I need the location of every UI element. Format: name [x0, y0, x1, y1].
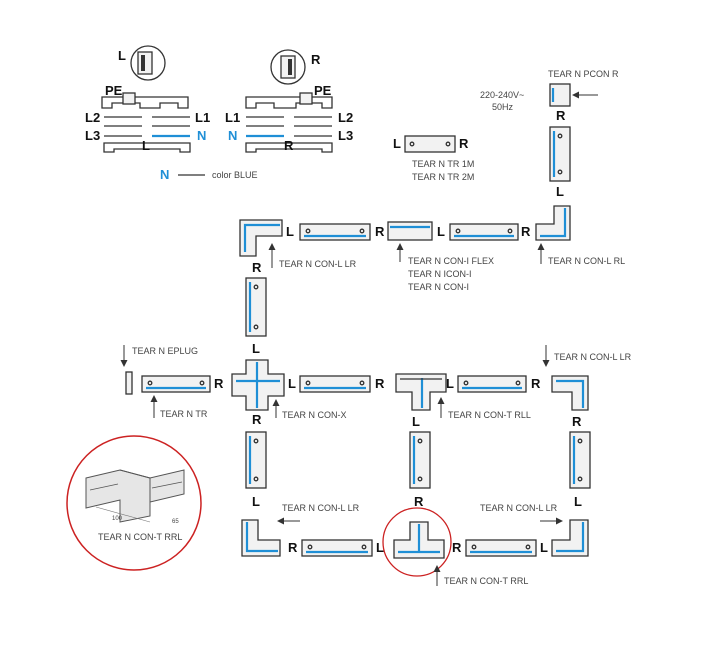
wiring-left-bottom-label: L: [142, 138, 150, 153]
con-i-label: TEAR N CON-I: [408, 282, 469, 292]
label-r-mid1: R: [375, 376, 385, 391]
label-r-cross: R: [252, 412, 262, 427]
corner-middle-right: [551, 375, 589, 411]
legend-text: color BLUE: [212, 170, 258, 180]
tr-2m-label: TEAR N TR 2M: [412, 172, 474, 182]
wiring-l1-label-left: L1: [195, 110, 210, 125]
track-bottom-2: [465, 539, 537, 557]
wiring-right-top-label: R: [311, 52, 321, 67]
supply-frequency: 50Hz: [492, 102, 514, 112]
wiring-l3-label-left: L3: [85, 128, 100, 143]
label-r-bl: R: [288, 540, 298, 555]
wiring-n-label-left: N: [197, 128, 206, 143]
inset-dim-a: 100: [112, 516, 123, 522]
corner-top-right: [535, 205, 571, 241]
end-plug: [125, 371, 133, 395]
pcon-connector: [549, 83, 571, 107]
track-top-1: [299, 223, 371, 241]
label-l-b1: L: [376, 540, 384, 555]
con-t-rrl-label: TEAR N CON-T RRL: [444, 576, 528, 586]
track-bottom-1: [301, 539, 373, 557]
pcon-label: TEAR N PCON R: [548, 69, 619, 79]
con-i-flex: [387, 221, 433, 241]
corner-bottom-left: [241, 519, 281, 557]
label-r-top1: R: [375, 224, 385, 239]
wiring-schematic-left: L PE L2 L1 L3 N L: [85, 45, 210, 153]
wiring-l1-label-right: L1: [225, 110, 240, 125]
label-l-vr: L: [574, 494, 582, 509]
tr-label: TEAR N TR: [160, 409, 208, 419]
con-i-flex-label: TEAR N CON-I FLEX: [408, 256, 494, 266]
inset-label: TEAR N CON-T RRL: [98, 532, 182, 542]
con-l-rl-label: TEAR N CON-L RL: [548, 256, 625, 266]
label-r-mid2: R: [531, 376, 541, 391]
legend-n-label: N: [160, 167, 169, 182]
highlight-circle-t-rrl: [382, 507, 452, 577]
con-l-lr-top-label: TEAR N CON-L LR: [279, 259, 357, 269]
label-l-pcon: L: [556, 184, 564, 199]
eplug-label: TEAR N EPLUG: [132, 346, 198, 356]
label-r-b2: R: [452, 540, 462, 555]
tr-1m-label: TEAR N TR 1M: [412, 159, 474, 169]
wiring-right-bottom-label: R: [284, 138, 294, 153]
plug-icon-right: [270, 49, 306, 85]
wiring-l3-label-right: L3: [338, 128, 353, 143]
wiring-l2-label-left: L2: [85, 110, 100, 125]
label-l-vlb: L: [252, 494, 260, 509]
wiring-schematic-right: R PE L1 L2 N L3 R: [225, 49, 353, 153]
wiring-pe-label-left: PE: [105, 83, 123, 98]
label-r-top2: R: [521, 224, 531, 239]
label-r-tl: R: [252, 260, 262, 275]
con-l-lr-bottom-left-label: TEAR N CON-L LR: [282, 503, 360, 513]
label-l-vlt: L: [252, 341, 260, 356]
label-l-t-rll: L: [412, 414, 420, 429]
label-r-tr: R: [214, 376, 224, 391]
label-r-pcon: R: [556, 108, 566, 123]
label-l-b2: L: [540, 540, 548, 555]
corner-bottom-right: [551, 519, 589, 557]
label-l-tl: L: [286, 224, 294, 239]
label-l-mid2: L: [446, 376, 454, 391]
icon-i-label: TEAR N ICON-I: [408, 269, 472, 279]
supply-voltage: 220-240V~: [480, 90, 524, 100]
con-t-rll-label: TEAR N CON-T RLL: [448, 410, 531, 420]
inset-detail: 100 65 TEAR N CON-T RRL: [66, 435, 202, 571]
label-l-tr1m: L: [393, 136, 401, 151]
con-l-lr-bottom-right-label: TEAR N CON-L LR: [480, 503, 558, 513]
label-l-top2: L: [437, 224, 445, 239]
corner-top-left: [239, 219, 283, 257]
label-r-vc: R: [414, 494, 424, 509]
label-r-mr: R: [572, 414, 582, 429]
track-tr-sample: [404, 135, 456, 153]
con-l-lr-right-label: TEAR N CON-L LR: [554, 352, 632, 362]
label-r-tr1m: R: [459, 136, 469, 151]
legend: N color BLUE: [160, 167, 258, 182]
wiring-n-label-right: N: [228, 128, 237, 143]
inset-dim-b: 65: [172, 519, 179, 525]
wiring-l2-label-right: L2: [338, 110, 353, 125]
track-middle-1: [299, 375, 371, 393]
label-l-cross: L: [288, 376, 296, 391]
wiring-left-top-label: L: [118, 48, 126, 63]
wiring-pe-label-right: PE: [314, 83, 332, 98]
plug-icon-left: [130, 45, 166, 81]
con-x-label: TEAR N CON-X: [282, 410, 347, 420]
